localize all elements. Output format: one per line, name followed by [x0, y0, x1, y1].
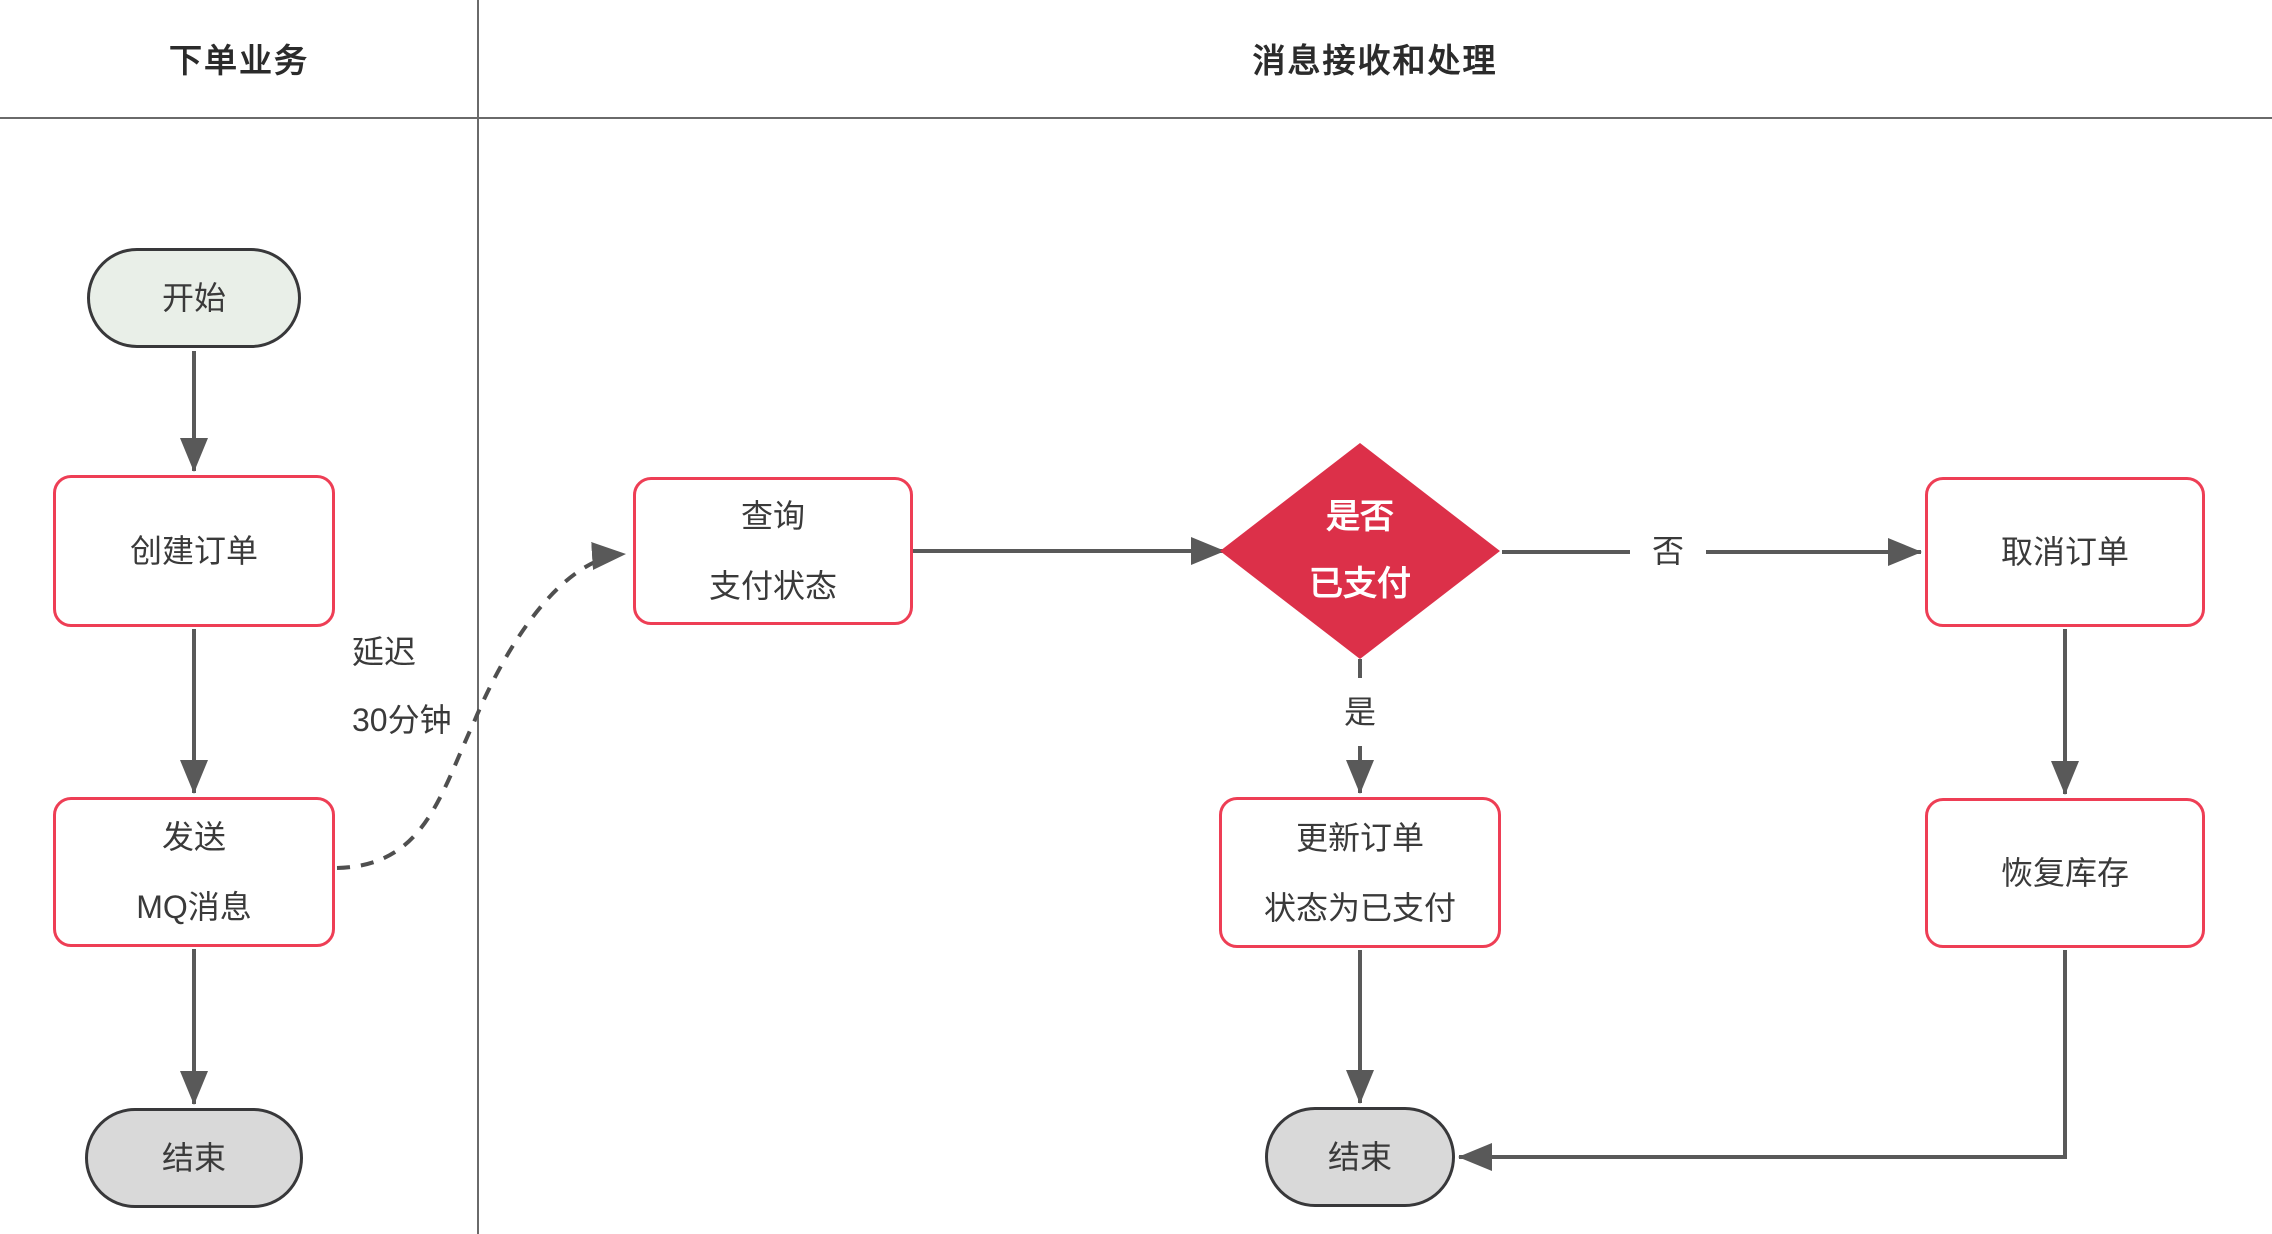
end-node-left: 结束	[85, 1108, 303, 1208]
query-status-label-line1: 查询	[740, 498, 805, 534]
decision-label-line1: 是否	[1326, 498, 1394, 536]
restore-stock-label: 恢复库存	[2000, 855, 2129, 891]
send-mq-message-node: 发送 MQ消息	[53, 797, 335, 947]
delay-label-line2: 30分钟	[352, 702, 452, 738]
create-order-node: 创建订单	[53, 475, 335, 627]
end-node-right-label: 结束	[1327, 1139, 1392, 1175]
cancel-order-label: 取消订单	[2000, 534, 2129, 570]
create-order-label: 创建订单	[129, 533, 258, 569]
start-node-label: 开始	[161, 280, 226, 316]
lane-title-message-processing: 消息接收和处理	[1252, 42, 1498, 79]
no-branch-label: 否	[1630, 517, 1706, 585]
send-mq-label-line2: MQ消息	[136, 889, 252, 925]
decision-label-line2: 已支付	[1309, 565, 1411, 603]
restore-inventory-node: 恢复库存	[1925, 798, 2205, 948]
cancel-order-node: 取消订单	[1925, 477, 2205, 627]
lane-title-order-business: 下单业务	[169, 42, 309, 79]
update-order-label-line1: 更新订单	[1295, 819, 1424, 856]
end-node-right: 结束	[1265, 1107, 1455, 1207]
edge-restore-to-end	[1458, 950, 2067, 1171]
start-node: 开始	[87, 248, 301, 348]
end-node-left-label: 结束	[161, 1140, 226, 1176]
yes-branch-label: 是	[1322, 678, 1398, 746]
update-order-label-line2: 状态为已支付	[1263, 889, 1456, 926]
send-mq-label-line1: 发送	[161, 819, 226, 855]
query-status-label-line2: 支付状态	[708, 568, 837, 604]
query-payment-status-node: 查询 支付状态	[633, 477, 913, 625]
update-order-status-node: 更新订单 状态为已支付	[1219, 797, 1501, 948]
edge-delay-dashed-curve	[336, 542, 626, 870]
delay-label-line1: 延迟	[352, 634, 417, 670]
delay-30min-edge-label: 延迟 30分钟	[352, 618, 452, 754]
